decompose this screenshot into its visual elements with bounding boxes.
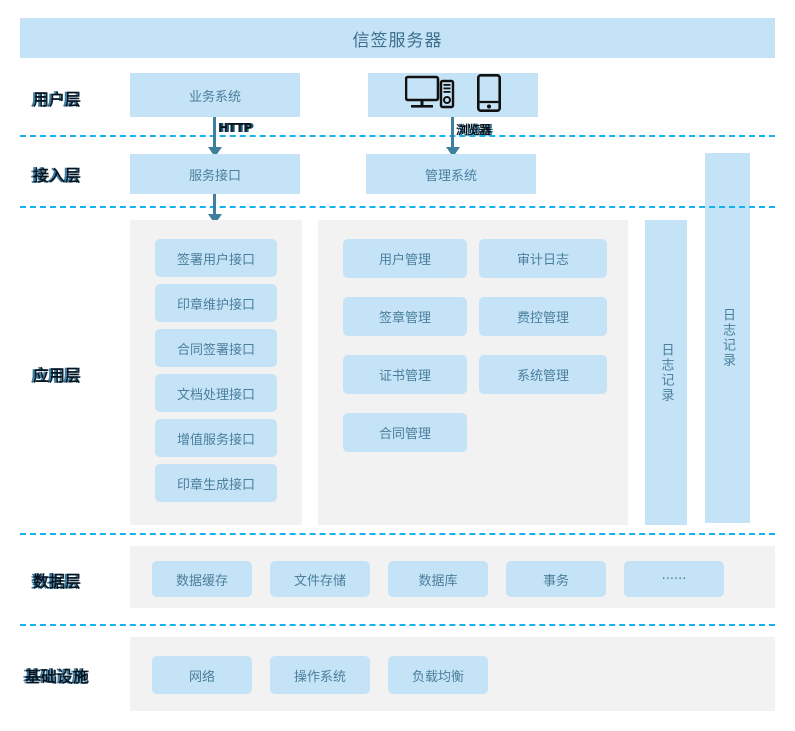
connector-label-browser: 浏览器 浏览器: [456, 123, 493, 137]
box-interface-5[interactable]: 增值服务接口: [155, 419, 277, 457]
connector-label-http: HTTP HTTP: [218, 121, 254, 135]
box-data-2[interactable]: 文件存储: [270, 561, 370, 597]
divider-app-data: [20, 533, 775, 535]
box-data-4[interactable]: 事务: [506, 561, 606, 597]
layer-label-data: 数据层 数据层: [0, 568, 110, 592]
log-bar-inner: 日志记录: [645, 220, 687, 525]
box-data-3[interactable]: 数据库: [388, 561, 488, 597]
layer-label-user: 用户层 用户层: [0, 86, 110, 110]
divider-user-access: [20, 135, 775, 137]
layer-label-app: 应用层 应用层: [0, 362, 110, 386]
box-interface-4[interactable]: 文档处理接口: [155, 374, 277, 412]
arrow-to-app-layer-stem-lower: [213, 206, 216, 216]
divider-access-app: [20, 206, 775, 208]
layer-label-infra: 基础设施 基础设施: [0, 663, 110, 687]
arrow-http-stem: [213, 117, 216, 137]
box-module-6[interactable]: 系统管理: [479, 355, 607, 394]
box-management-system[interactable]: 管理系统: [366, 154, 536, 194]
box-service-interface[interactable]: 服务接口: [130, 154, 300, 194]
divider-data-infra: [20, 624, 775, 626]
box-module-4[interactable]: 费控管理: [479, 297, 607, 336]
box-infra-2[interactable]: 操作系统: [270, 656, 370, 694]
box-business-system[interactable]: 业务系统: [130, 73, 300, 117]
desktop-computer-icon: [404, 75, 455, 115]
arrow-to-app-layer-head: [207, 214, 222, 224]
arrow-to-service-interface-head: [207, 147, 222, 157]
device-group: [368, 73, 538, 117]
box-module-5[interactable]: 证书管理: [343, 355, 467, 394]
box-interface-3[interactable]: 合同签署接口: [155, 329, 277, 367]
box-infra-3[interactable]: 负载均衡: [388, 656, 488, 694]
box-module-1[interactable]: 用户管理: [343, 239, 467, 278]
smartphone-icon: [476, 73, 501, 116]
arrow-to-app-layer-stem-upper: [213, 194, 216, 208]
page-title: 信签服务器: [20, 18, 775, 58]
box-infra-1[interactable]: 网络: [152, 656, 252, 694]
box-data-1[interactable]: 数据缓存: [152, 561, 252, 597]
arrow-to-management-system-head: [445, 147, 460, 157]
box-interface-2[interactable]: 印章维护接口: [155, 284, 277, 322]
box-module-2[interactable]: 审计日志: [479, 239, 607, 278]
box-module-3[interactable]: 签章管理: [343, 297, 467, 336]
layer-label-access: 接入层 接入层: [0, 162, 110, 186]
arrow-to-service-interface-stem: [213, 135, 216, 149]
arrow-to-management-system-stem: [451, 135, 454, 149]
box-interface-6[interactable]: 印章生成接口: [155, 464, 277, 502]
box-module-7[interactable]: 合同管理: [343, 413, 467, 452]
box-data-5[interactable]: ······: [624, 561, 724, 597]
log-bar-outer: 日志记录: [705, 153, 750, 523]
box-interface-1[interactable]: 签署用户接口: [155, 239, 277, 277]
arrow-browser-stem: [451, 117, 454, 137]
